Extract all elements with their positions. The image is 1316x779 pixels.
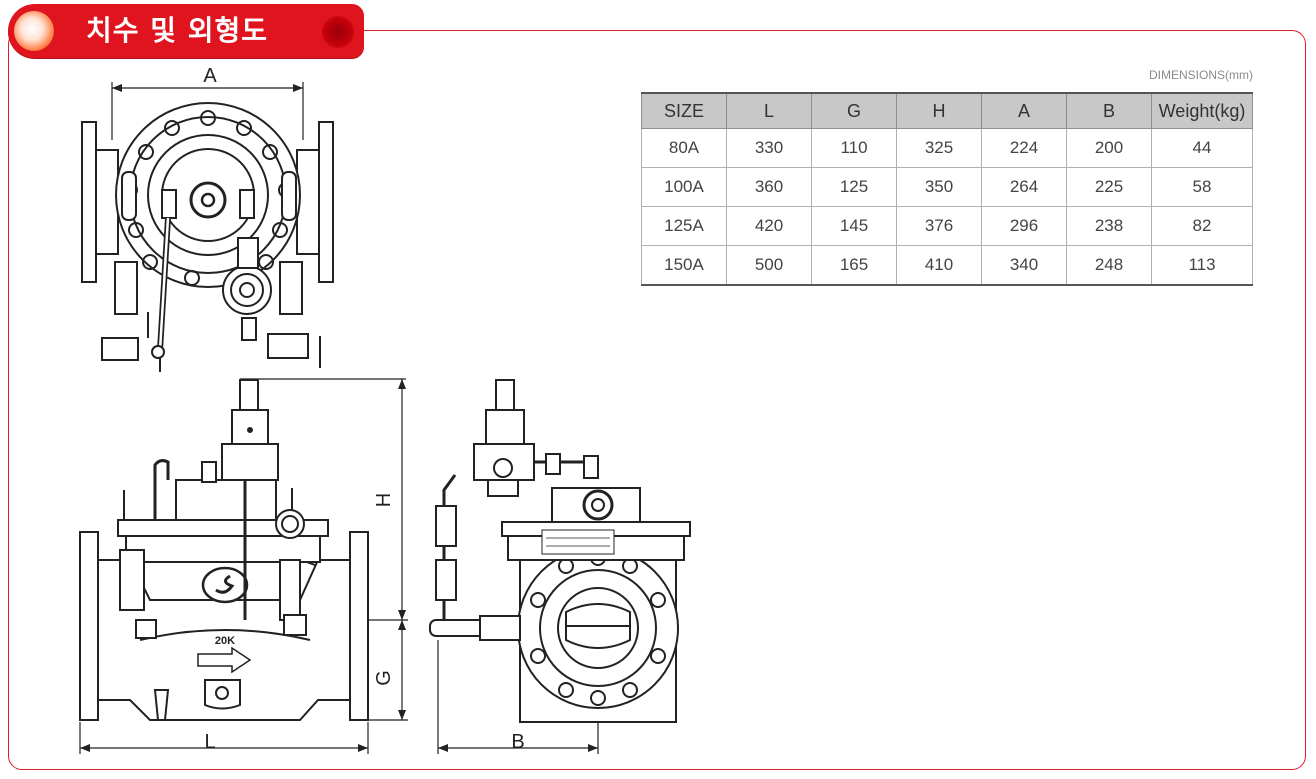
cell: 80A xyxy=(641,128,727,168)
orb-right-icon xyxy=(322,16,354,48)
cell: 150A xyxy=(641,245,727,286)
cell: 125A xyxy=(641,206,727,246)
header-h: H xyxy=(896,92,982,129)
header-a: A xyxy=(981,92,1067,129)
cell: 500 xyxy=(726,245,812,286)
dim-label-b: B xyxy=(511,731,524,753)
content-frame xyxy=(8,30,1306,770)
cell: 224 xyxy=(981,128,1067,168)
cell: 225 xyxy=(1066,167,1152,207)
cell: 58 xyxy=(1151,167,1253,207)
cell: 350 xyxy=(896,167,982,207)
cell: 420 xyxy=(726,206,812,246)
cell: 376 xyxy=(896,206,982,246)
dim-label-h: H xyxy=(373,493,395,507)
cell: 110 xyxy=(811,128,897,168)
cell: 248 xyxy=(1066,245,1152,286)
header-size: SIZE xyxy=(641,92,727,129)
front-view-drawing: H G L 20K xyxy=(79,378,408,754)
body-mark-text: 20K xyxy=(215,635,235,647)
table-row: 125A 420 145 376 296 238 82 xyxy=(641,206,1253,246)
cell: 200 xyxy=(1066,128,1152,168)
cell: 296 xyxy=(981,206,1067,246)
cell: 145 xyxy=(811,206,897,246)
table-row: 150A 500 165 410 340 248 113 xyxy=(641,245,1253,286)
dim-label-l: L xyxy=(204,731,215,753)
table-header-row: SIZE L G H A B Weight(kg) xyxy=(641,92,1253,129)
dim-label-a: A xyxy=(203,65,217,87)
cell: 410 xyxy=(896,245,982,286)
header-b: B xyxy=(1066,92,1152,129)
section-title: 치수 및 외형도 xyxy=(86,14,269,47)
cell: 165 xyxy=(811,245,897,286)
dim-label-g: G xyxy=(373,670,395,686)
dimensions-table: SIZE L G H A B Weight(kg) 80A 330 110 32… xyxy=(641,92,1253,286)
cell: 113 xyxy=(1151,245,1253,286)
section-tab: 치수 및 외형도 xyxy=(8,4,364,58)
cell: 360 xyxy=(726,167,812,207)
dimensions-caption: DIMENSIONS(mm) xyxy=(1149,68,1253,82)
orb-left-icon xyxy=(14,11,54,51)
cell: 238 xyxy=(1066,206,1152,246)
header-weight: Weight(kg) xyxy=(1151,92,1253,129)
top-view-drawing: A xyxy=(81,65,334,372)
header-l: L xyxy=(726,92,812,129)
header-g: G xyxy=(811,92,897,129)
side-view-drawing: B xyxy=(429,379,691,754)
cell: 82 xyxy=(1151,206,1253,246)
